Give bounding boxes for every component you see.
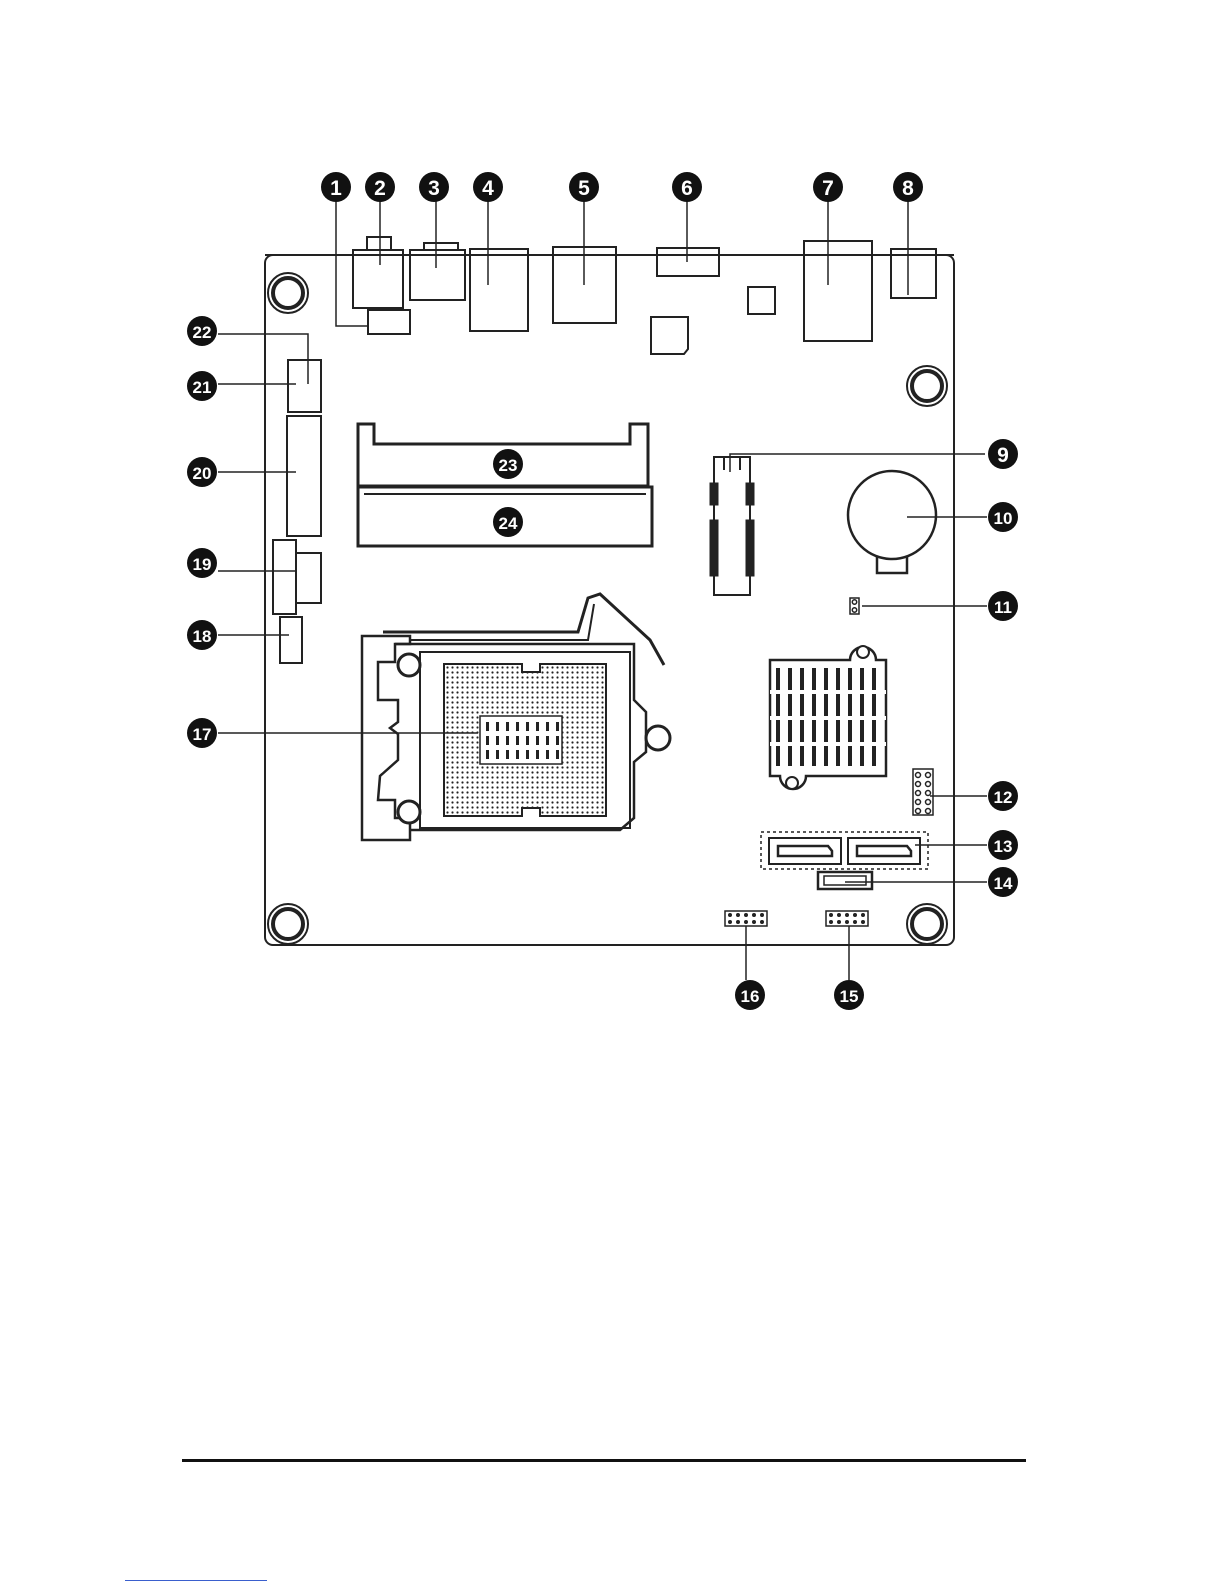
callout-number: 11 xyxy=(994,598,1012,617)
left-connectors xyxy=(273,360,321,663)
m2-slot xyxy=(710,457,754,595)
callout-badge-17: 17 xyxy=(187,718,217,748)
cpu-socket xyxy=(362,594,670,840)
callout-badge-6: 6 xyxy=(672,172,702,202)
socket-lever xyxy=(383,594,664,665)
callout-badge-10: 10 xyxy=(988,502,1018,532)
callout-number: 8 xyxy=(902,177,914,200)
connector-14 xyxy=(818,872,872,889)
callout-badge-1: 1 xyxy=(321,172,351,202)
headers-15-16 xyxy=(725,911,868,926)
callout-number: 18 xyxy=(193,627,212,646)
callout-number: 21 xyxy=(193,378,212,397)
callout-badge-19: 19 xyxy=(187,548,217,578)
callout-number: 1 xyxy=(330,177,342,200)
port-8 xyxy=(891,249,936,298)
callout-number: 19 xyxy=(193,555,212,574)
leader-9 xyxy=(730,454,985,472)
callout-badge-18: 18 xyxy=(187,620,217,650)
callout-number: 5 xyxy=(578,177,590,200)
callout-badge-24: 24 xyxy=(493,507,523,537)
callout-number: 15 xyxy=(840,987,859,1006)
jumper-11 xyxy=(850,598,859,614)
port-6 xyxy=(657,248,719,276)
callout-badge-5: 5 xyxy=(569,172,599,202)
callout-number: 7 xyxy=(822,177,834,200)
callout-badge-21: 21 xyxy=(187,371,217,401)
callout-badge-2: 2 xyxy=(365,172,395,202)
chipset-heatsink xyxy=(770,646,886,789)
dc-in-jack xyxy=(368,310,410,334)
callout-badge-15: 15 xyxy=(834,980,864,1010)
callout-number: 22 xyxy=(193,323,212,342)
callout-badge-22: 22 xyxy=(187,316,217,346)
callout-number: 2 xyxy=(374,177,386,200)
callout-number: 6 xyxy=(681,177,693,200)
connector-19-a xyxy=(273,540,296,614)
header-12 xyxy=(913,769,933,815)
port-4 xyxy=(470,249,528,331)
connector-18 xyxy=(280,617,302,663)
callout-badge-16: 16 xyxy=(735,980,765,1010)
callout-number: 4 xyxy=(482,177,494,200)
callout-badge-12: 12 xyxy=(988,781,1018,811)
callout-badge-4: 4 xyxy=(473,172,503,202)
callout-number: 13 xyxy=(994,837,1013,856)
callout-number: 17 xyxy=(193,725,212,744)
small-chip-b xyxy=(651,317,688,354)
callout-number: 12 xyxy=(994,788,1013,807)
callout-badge-14: 14 xyxy=(988,867,1018,897)
port-3 xyxy=(410,250,465,300)
callout-badge-8: 8 xyxy=(893,172,923,202)
callout-badge-23: 23 xyxy=(493,449,523,479)
small-chip-a xyxy=(748,287,775,314)
callout-number: 10 xyxy=(994,509,1013,528)
callout-number: 24 xyxy=(499,514,518,533)
callout-badge-3: 3 xyxy=(419,172,449,202)
footer-link-underline xyxy=(125,1580,267,1581)
callout-badge-13: 13 xyxy=(988,830,1018,860)
footer-rule xyxy=(182,1459,1026,1462)
sata-connectors xyxy=(761,832,928,869)
callout-number: 14 xyxy=(994,874,1013,893)
audio-jack xyxy=(353,250,403,308)
connector-20 xyxy=(287,416,321,536)
callout-badge-20: 20 xyxy=(187,457,217,487)
callout-badge-11: 11 xyxy=(988,591,1018,621)
connector-22-21 xyxy=(288,360,321,412)
callout-badge-7: 7 xyxy=(813,172,843,202)
callout-badge-9: 9 xyxy=(988,439,1018,469)
callout-number: 16 xyxy=(741,987,760,1006)
connector-19-b xyxy=(296,553,321,603)
callout-number: 9 xyxy=(997,444,1009,467)
callout-number: 3 xyxy=(428,177,440,200)
callout-number: 23 xyxy=(499,456,518,475)
callout-number: 20 xyxy=(193,464,212,483)
cmos-battery xyxy=(848,471,936,573)
